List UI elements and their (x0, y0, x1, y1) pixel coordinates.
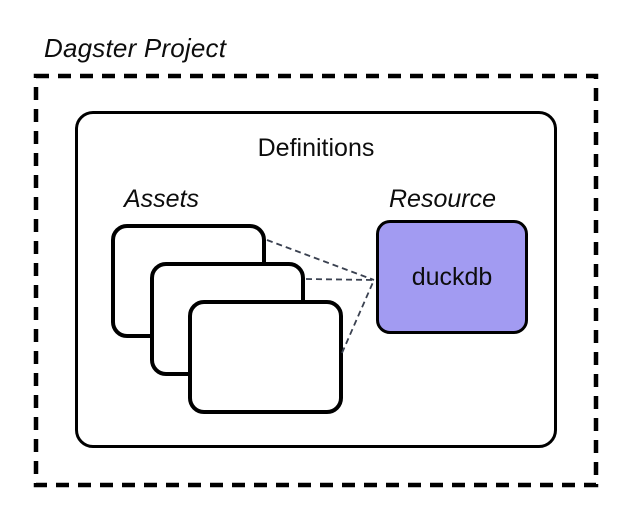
resource-label: Resource (389, 185, 496, 213)
assets-label: Assets (124, 185, 200, 213)
definitions-label: Definitions (257, 134, 375, 162)
project-title: Dagster Project (44, 33, 227, 63)
resource-duckdb-box: duckdb (376, 220, 528, 334)
asset-card-3 (188, 300, 343, 414)
resource-name: duckdb (411, 262, 493, 291)
